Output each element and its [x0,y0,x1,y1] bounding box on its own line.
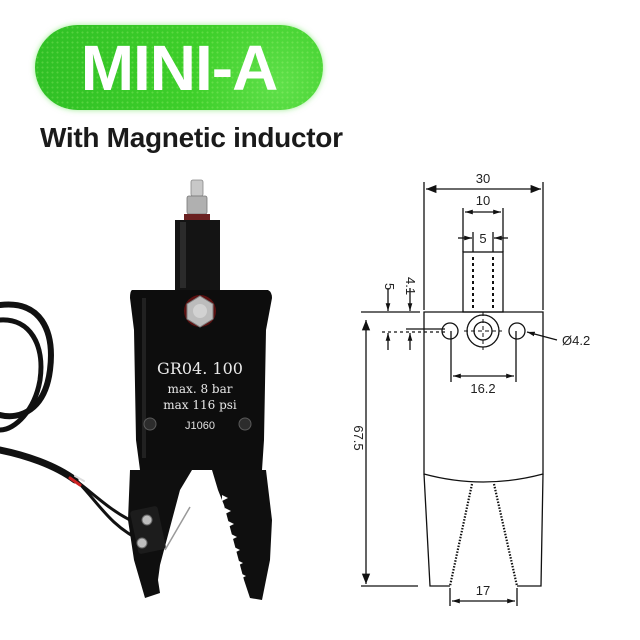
gripper-body [130,290,272,470]
sensor-cable [0,301,142,542]
product-badge: MINI-A [35,25,323,110]
dim-overall-width: 30 [476,171,490,186]
product-subtitle: With Magnetic inductor [40,122,343,153]
air-fitting [184,179,210,220]
marking-code: J1060 [185,420,215,432]
dim-neck-width: 10 [476,193,490,208]
magnetic-sensor [130,506,191,554]
dim-jaw-opening: 17 [476,583,490,598]
dim-overall-height: 67.5 [351,425,366,450]
dim-hole-spacing: 16.2 [470,381,495,396]
hex-bolt [184,295,216,328]
jaw-teeth [222,495,246,579]
product-badge-title: MINI-A [80,31,279,104]
marking-model: GR04. 100 [157,359,243,378]
dim-offset-4-1: 4.1 [403,277,418,295]
dim-offset-5: 5 [382,283,397,290]
body-screw-right [238,417,252,431]
dim-hole-diameter: Ø4.2 [562,333,590,348]
dim-inner-width: 5 [479,231,486,246]
marking-psi: max 116 psi [163,398,237,412]
body-screw-left [143,417,157,431]
marking-bar: max. 8 bar [168,382,233,396]
jaw-right [212,470,272,600]
